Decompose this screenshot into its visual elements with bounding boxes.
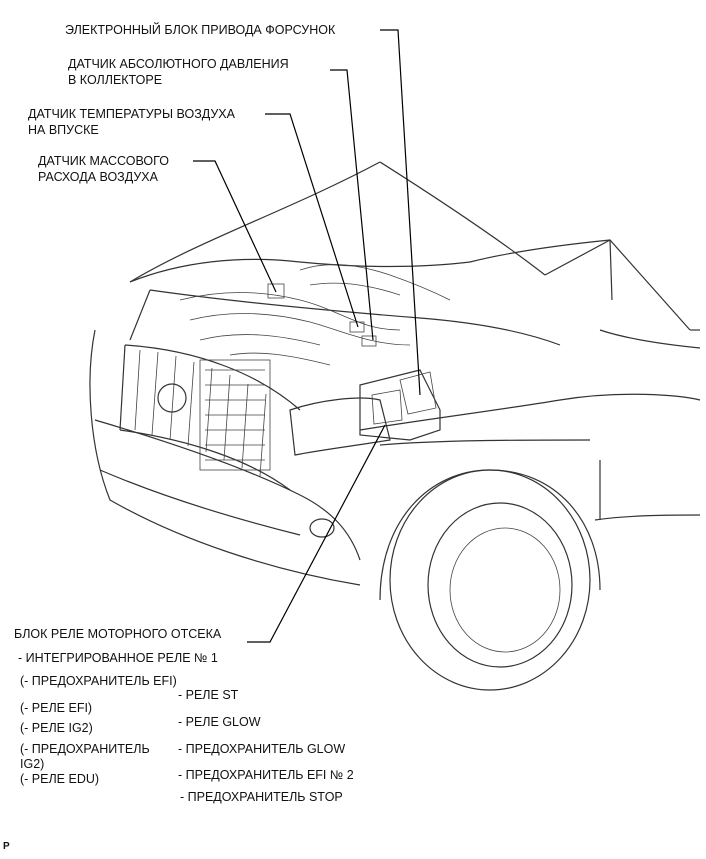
iat-sensor-label-line1: ДАТЧИК ТЕМПЕРАТУРЫ ВОЗДУХА: [28, 107, 235, 121]
maf-sensor-label-line1: ДАТЧИК МАССОВОГО: [38, 154, 169, 168]
relay-item: - РЕЛЕ GLOW: [178, 715, 261, 729]
relay-item: (- ПРЕДОХРАНИТЕЛЬ EFI): [20, 674, 177, 688]
relay-item: - ИНТЕГРИРОВАННОЕ РЕЛЕ № 1: [18, 651, 218, 665]
map-sensor-label-line2: В КОЛЛЕКТОРЕ: [68, 73, 163, 87]
corner-mark: P: [3, 841, 10, 852]
relay-item: (- РЕЛЕ EDU): [20, 772, 100, 786]
maf-sensor-label-line2: РАСХОДА ВОЗДУХА: [38, 170, 158, 184]
relay-item: (- РЕЛЕ EFI): [20, 701, 93, 715]
map-sensor-label-line1: ДАТЧИК АБСОЛЮТНОГО ДАВЛЕНИЯ: [68, 57, 289, 71]
iat-sensor-label-line2: НА ВПУСКЕ: [28, 123, 99, 137]
relay-item: IG2): [20, 757, 45, 771]
relay-item: - ПРЕДОХРАНИТЕЛЬ GLOW: [178, 742, 346, 756]
relay-item: - ПРЕДОХРАНИТЕЛЬ EFI № 2: [178, 768, 354, 782]
relay-block-label: БЛОК РЕЛЕ МОТОРНОГО ОТСЕКА: [14, 627, 222, 641]
relay-item: - РЕЛЕ ST: [178, 688, 239, 702]
injector-driver-label: ЭЛЕКТРОННЫЙ БЛОК ПРИВОДА ФОРСУНОК: [65, 23, 336, 37]
relay-item: - ПРЕДОХРАНИТЕЛЬ STOP: [180, 790, 343, 804]
relay-item: (- РЕЛЕ IG2): [20, 721, 93, 735]
relay-item: (- ПРЕДОХРАНИТЕЛЬ: [20, 742, 150, 756]
